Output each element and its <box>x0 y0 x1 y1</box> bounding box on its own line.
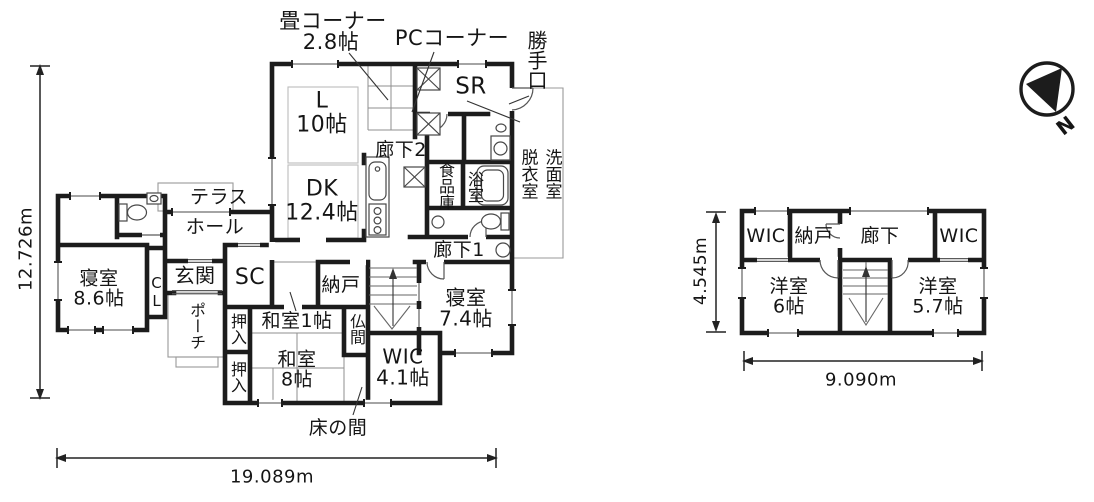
porch-step <box>175 356 219 368</box>
wash-basin <box>495 123 507 133</box>
label-bath: 浴室 <box>465 171 484 203</box>
label-washroom: 洗面室 <box>541 148 562 200</box>
label-japanese-room-1: 和室1帖 <box>261 309 333 332</box>
closet-x-boxes <box>403 67 441 188</box>
label-hallway-2f: 廊下 <box>860 224 900 247</box>
label-terrace: テラス <box>189 185 249 208</box>
leader-tatami-corner <box>348 52 389 101</box>
back-door-arc <box>511 87 534 111</box>
label-western-room-57: 洋室 5.7帖 <box>912 275 964 318</box>
bedroom74-door-arc <box>426 261 445 280</box>
label-tokonoma: 床の間 <box>308 416 368 439</box>
label-storage-nando-1f: 納戸 <box>321 273 361 296</box>
nando2f-door-arc <box>825 223 841 239</box>
label-bedroom-74: 寝室 7.4帖 <box>439 285 493 331</box>
label-hallway2: 廊下2 <box>375 138 427 161</box>
toilet-tank <box>118 203 128 222</box>
label-pantry: 食品庫 <box>436 162 455 210</box>
label-wic-right-2f: WIC <box>939 224 979 247</box>
room6-door-arc <box>819 259 839 279</box>
dimension-width-1f: 19.089m <box>229 466 315 488</box>
label-buddhist-alcove: 仏間 <box>347 313 366 345</box>
floor-lines <box>250 64 414 401</box>
dimension-height-2f: 4.545m <box>690 236 711 306</box>
label-living: L 10帖 <box>296 88 348 137</box>
label-japanese-room-8: 和室 8帖 <box>277 348 317 391</box>
leader-washitsu1 <box>289 291 297 312</box>
stairs-floor1 <box>369 267 417 330</box>
label-wic-41: WIC 4.1帖 <box>376 344 430 390</box>
sliding-doors <box>142 234 968 295</box>
windows <box>54 60 988 407</box>
compass-icon <box>1019 61 1075 117</box>
leader-back-door <box>508 95 530 105</box>
label-hallway1: 廊下1 <box>433 238 485 261</box>
leader-pc-corner <box>411 51 435 113</box>
label-porch: ポーチ <box>187 302 206 350</box>
label-entrance: 玄関 <box>174 263 216 288</box>
toilet2-basin <box>431 215 445 229</box>
label-western-room-6: 洋室 6帖 <box>769 275 809 318</box>
label-futon-closet-lower: 押入 <box>228 361 247 393</box>
toilet2-bowl <box>480 213 502 230</box>
toilet2-tank <box>500 212 510 231</box>
label-pc-corner: PCコーナー <box>394 25 510 50</box>
label-bedroom-86: 寝室 8.6帖 <box>73 267 125 310</box>
label-storage-nando-2f: 納戸 <box>794 224 834 247</box>
room57-door-arc <box>891 259 909 279</box>
leader-tokonoma <box>352 386 363 416</box>
label-hall: ホール <box>185 215 245 238</box>
living-area-box <box>287 86 359 164</box>
fixtures <box>118 67 511 258</box>
label-back-door: 勝手口 <box>524 30 548 90</box>
label-shoe-closet: SC <box>234 265 266 291</box>
leader-washroom <box>466 100 521 123</box>
washitsu-tatami-lines <box>250 261 345 401</box>
dimension-height-1f: 12.726m <box>15 206 37 292</box>
toilet-bowl <box>126 204 148 221</box>
label-storage-room: SR <box>455 73 487 100</box>
eaves-outline <box>512 87 564 259</box>
label-tatami-corner: 畳コーナー <box>279 8 387 33</box>
kitchen-sink <box>368 161 387 201</box>
tatami-corner-grid <box>367 64 414 131</box>
label-dining-kitchen: DK 12.4帖 <box>285 176 359 225</box>
label-wic-left-2f: WIC <box>746 224 786 247</box>
label-futon-closet-upper: 押入 <box>228 313 247 345</box>
label-tatami-size: 2.8帖 <box>302 29 360 54</box>
leader-lines <box>289 51 530 416</box>
label-closet-cl: CL <box>147 274 166 310</box>
dimension-arrows <box>30 64 984 468</box>
dimension-width-2f: 9.090m <box>824 369 898 391</box>
label-dressing-room: 脱衣室 <box>517 148 538 200</box>
hallway1-basin <box>495 242 511 258</box>
stairs-floor2 <box>843 262 888 327</box>
